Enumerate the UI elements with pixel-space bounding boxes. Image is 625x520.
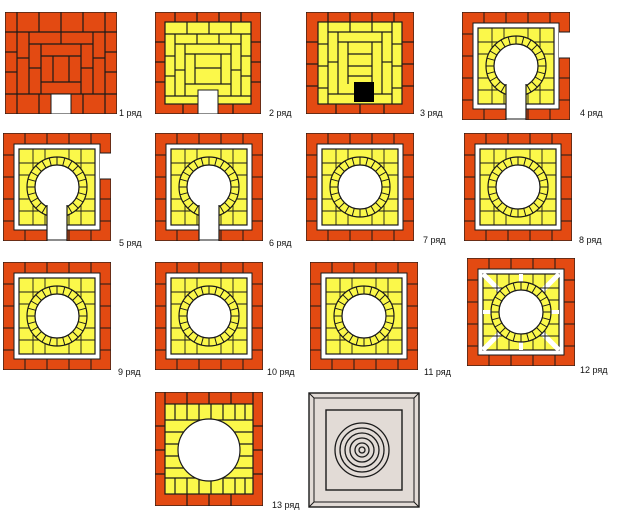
row-5-label: 5 ряд (119, 238, 142, 248)
row-5-diagram (3, 133, 111, 241)
row-7-label: 7 ряд (423, 235, 446, 245)
row-12-diagram (467, 258, 575, 366)
row-3-label: 3 ряд (420, 108, 443, 118)
row-13-label: 13 ряд (272, 500, 300, 510)
row-9-label: 9 ряд (118, 367, 141, 377)
row-7-diagram (306, 133, 414, 241)
row-11-diagram (310, 262, 418, 370)
row-11-label: 11 ряд (424, 367, 451, 377)
row-8-label: 8 ряд (579, 235, 602, 245)
row-1-label: 1 ряд (119, 108, 142, 118)
row-6-label: 6 ряд (269, 238, 292, 248)
row-6-diagram (155, 133, 263, 241)
row-10-diagram (155, 262, 263, 370)
row-12-label: 12 ряд (580, 365, 608, 375)
cover-plate-diagram (308, 392, 420, 508)
row-10-label: 10 ряд (267, 367, 295, 377)
row-9-diagram (3, 262, 111, 370)
row-2-diagram (155, 12, 261, 114)
row-4-label: 4 ряд (580, 108, 603, 118)
row-13-diagram (155, 392, 263, 506)
row-4-diagram (462, 12, 570, 120)
row-3-diagram (306, 12, 414, 114)
row-1-diagram (5, 12, 117, 114)
row-8-diagram (464, 133, 572, 241)
row-2-label: 2 ряд (269, 108, 292, 118)
